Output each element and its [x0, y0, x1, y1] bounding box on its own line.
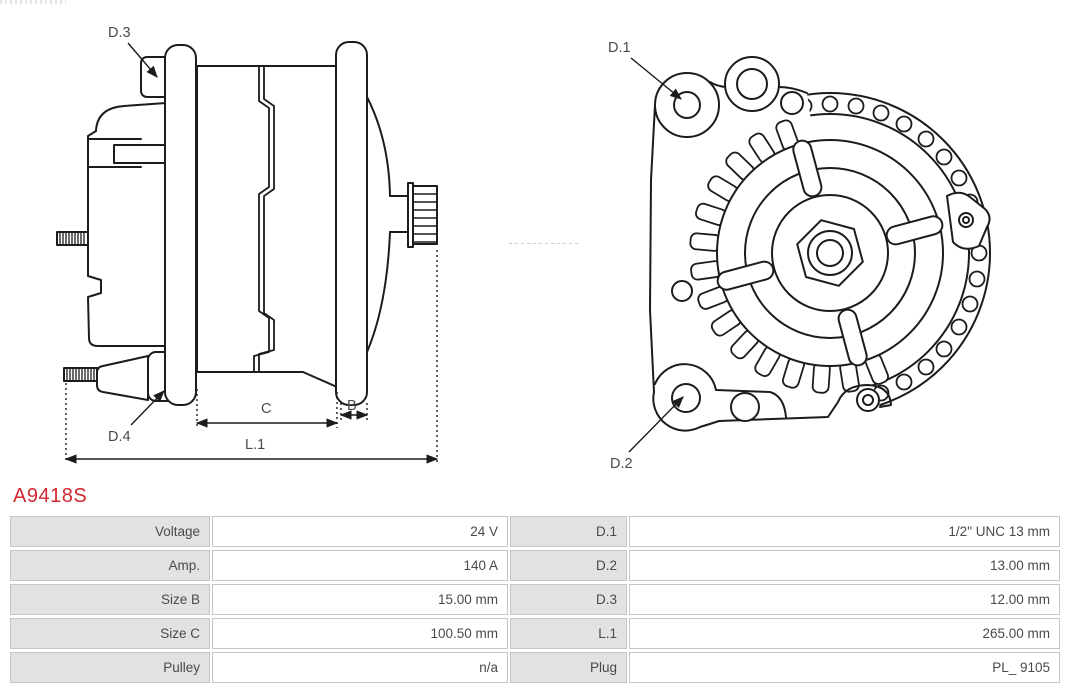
leader-d4 [130, 390, 165, 426]
spec-value: 1/2" UNC 13 mm [629, 516, 1060, 547]
dim-label-c: C [261, 401, 271, 417]
spec-label: Pulley [10, 652, 210, 683]
spec-label: Size C [10, 618, 210, 649]
dim-label-d4: D.4 [108, 429, 131, 445]
dim-label-l1: L.1 [245, 437, 265, 453]
front-bracket-ear [164, 44, 197, 406]
shaft-nut [796, 219, 864, 287]
spec-label: D.1 [510, 516, 627, 547]
front-view-drawing [649, 56, 991, 432]
spec-label: Voltage [10, 516, 210, 547]
dim-label-b: B [347, 398, 357, 414]
alternator-technical-drawing: D.3 D.4 C B L.1 [56, 25, 991, 472]
leader-d3 [127, 42, 158, 78]
spec-label: D.3 [510, 584, 627, 615]
side-tab [946, 191, 991, 250]
spec-value: 24 V [212, 516, 508, 547]
part-number: A9418S [13, 485, 88, 507]
spec-value: 265.00 mm [629, 618, 1060, 649]
leader-d2 [628, 396, 684, 453]
spec-label: Amp. [10, 550, 210, 581]
spec-value: 13.00 mm [629, 550, 1060, 581]
spec-label: Size B [10, 584, 210, 615]
mount-hole-d2 [671, 383, 701, 413]
fan-spokes [716, 139, 944, 367]
watermark-artifact-top [0, 0, 66, 4]
terminal-lug [96, 355, 149, 401]
front-view-dimensions [628, 57, 684, 453]
spec-value: 140 A [212, 550, 508, 581]
side-view-dimensions [64, 42, 439, 464]
dim-label-d3: D.3 [108, 25, 131, 41]
terminal-stud-upper [56, 231, 89, 246]
dim-label-d2: D.2 [610, 456, 633, 472]
spec-value: 12.00 mm [629, 584, 1060, 615]
spec-value: 100.50 mm [212, 618, 508, 649]
terminal-stud-lower [63, 367, 98, 382]
rear-bracket-ear [335, 41, 368, 406]
leader-d1 [630, 57, 682, 100]
dim-label-d1: D.1 [608, 40, 631, 56]
spec-label: D.2 [510, 550, 627, 581]
centerline-artifact [509, 243, 581, 244]
vent-slots [689, 119, 889, 394]
spec-value: 15.00 mm [212, 584, 508, 615]
side-view-drawing [56, 41, 438, 406]
spec-table: Voltage 24 V D.1 1/2" UNC 13 mm Amp. 140… [10, 516, 1060, 683]
spec-label: L.1 [510, 618, 627, 649]
spec-label: Plug [510, 652, 627, 683]
stator-body [196, 65, 338, 388]
shaft-splines [412, 185, 438, 245]
spec-value: PL_ 9105 [629, 652, 1060, 683]
spec-value: n/a [212, 652, 508, 683]
